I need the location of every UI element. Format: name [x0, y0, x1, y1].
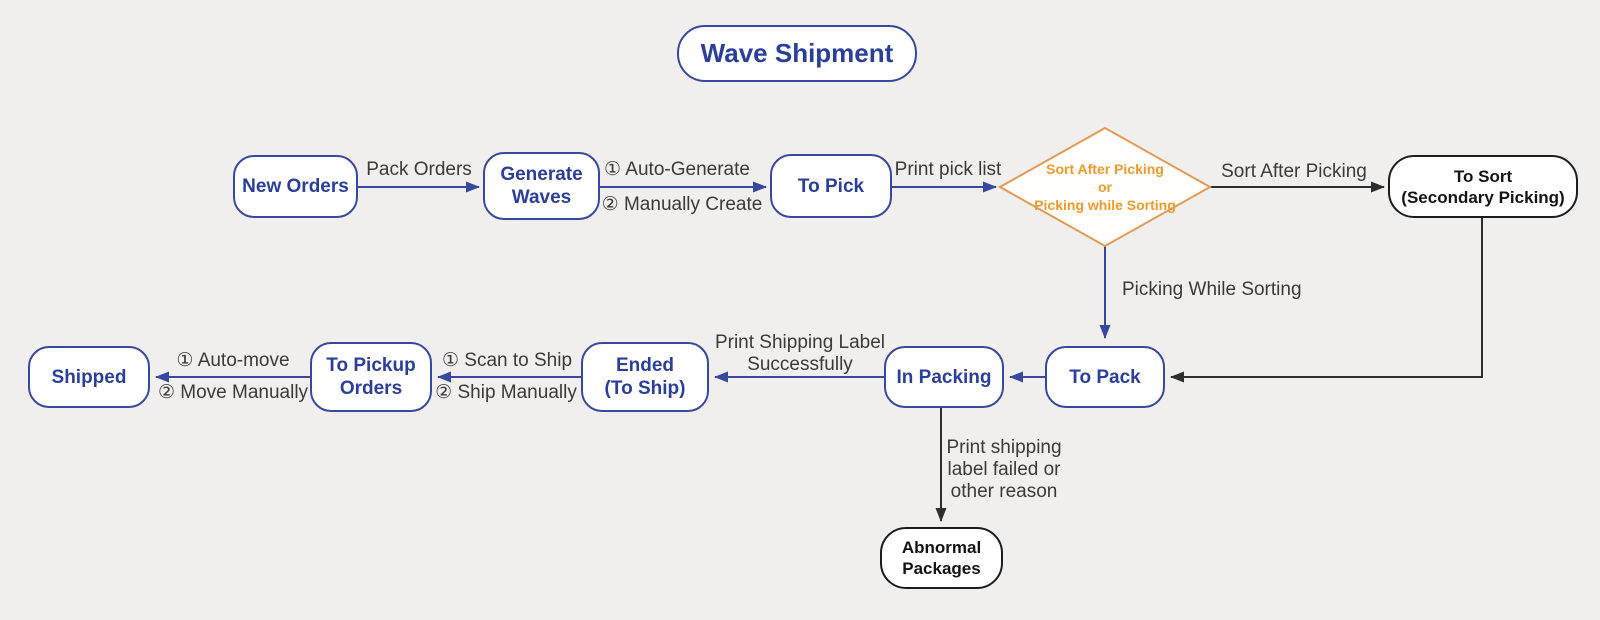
edge-label-manually-create: ② Manually Create [601, 194, 763, 215]
edge-label-sort-after-picking: Sort After Picking [1221, 161, 1367, 182]
edge-to-sort-to-to-pack [1170, 218, 1483, 383]
edge-label-print-label-success: Print Shipping Label Successfully [714, 332, 886, 375]
edge-label-print-label-failed: Print shipping label failed or other rea… [946, 437, 1062, 502]
decision-diamond-shape [997, 126, 1213, 248]
node-to-sort: To Sort (Secondary Picking) [1388, 155, 1578, 218]
edge-label-print-pick-list: Print pick list [894, 159, 1002, 180]
node-shipped: Shipped [28, 346, 150, 408]
node-ended-to-ship: Ended (To Ship) [581, 342, 709, 412]
node-to-pack: To Pack [1045, 346, 1165, 408]
edge-label-scan-to-ship: ① Scan to Ship [441, 350, 573, 371]
decision-diamond-label: Sort After Picking or Picking while Sort… [1034, 161, 1176, 213]
node-to-pickup-orders: To Pickup Orders [310, 342, 432, 412]
diagram-title: Wave Shipment [677, 25, 917, 82]
edge-label-picking-while-sorting: Picking While Sorting [1122, 279, 1302, 300]
edge-label-auto-generate: ① Auto-Generate [604, 159, 750, 180]
node-to-pick: To Pick [770, 154, 892, 218]
edge-label-pack-orders: Pack Orders [366, 159, 472, 180]
node-new-orders: New Orders [233, 155, 358, 218]
node-abnormal-packages: Abnormal Packages [880, 527, 1003, 589]
node-in-packing: In Packing [884, 346, 1004, 408]
edge-label-ship-manually: ② Ship Manually [435, 382, 577, 403]
edge-label-auto-move: ① Auto-move [176, 350, 290, 371]
edge-label-move-manually: ② Move Manually [157, 382, 309, 403]
node-generate-waves: Generate Waves [483, 152, 600, 220]
